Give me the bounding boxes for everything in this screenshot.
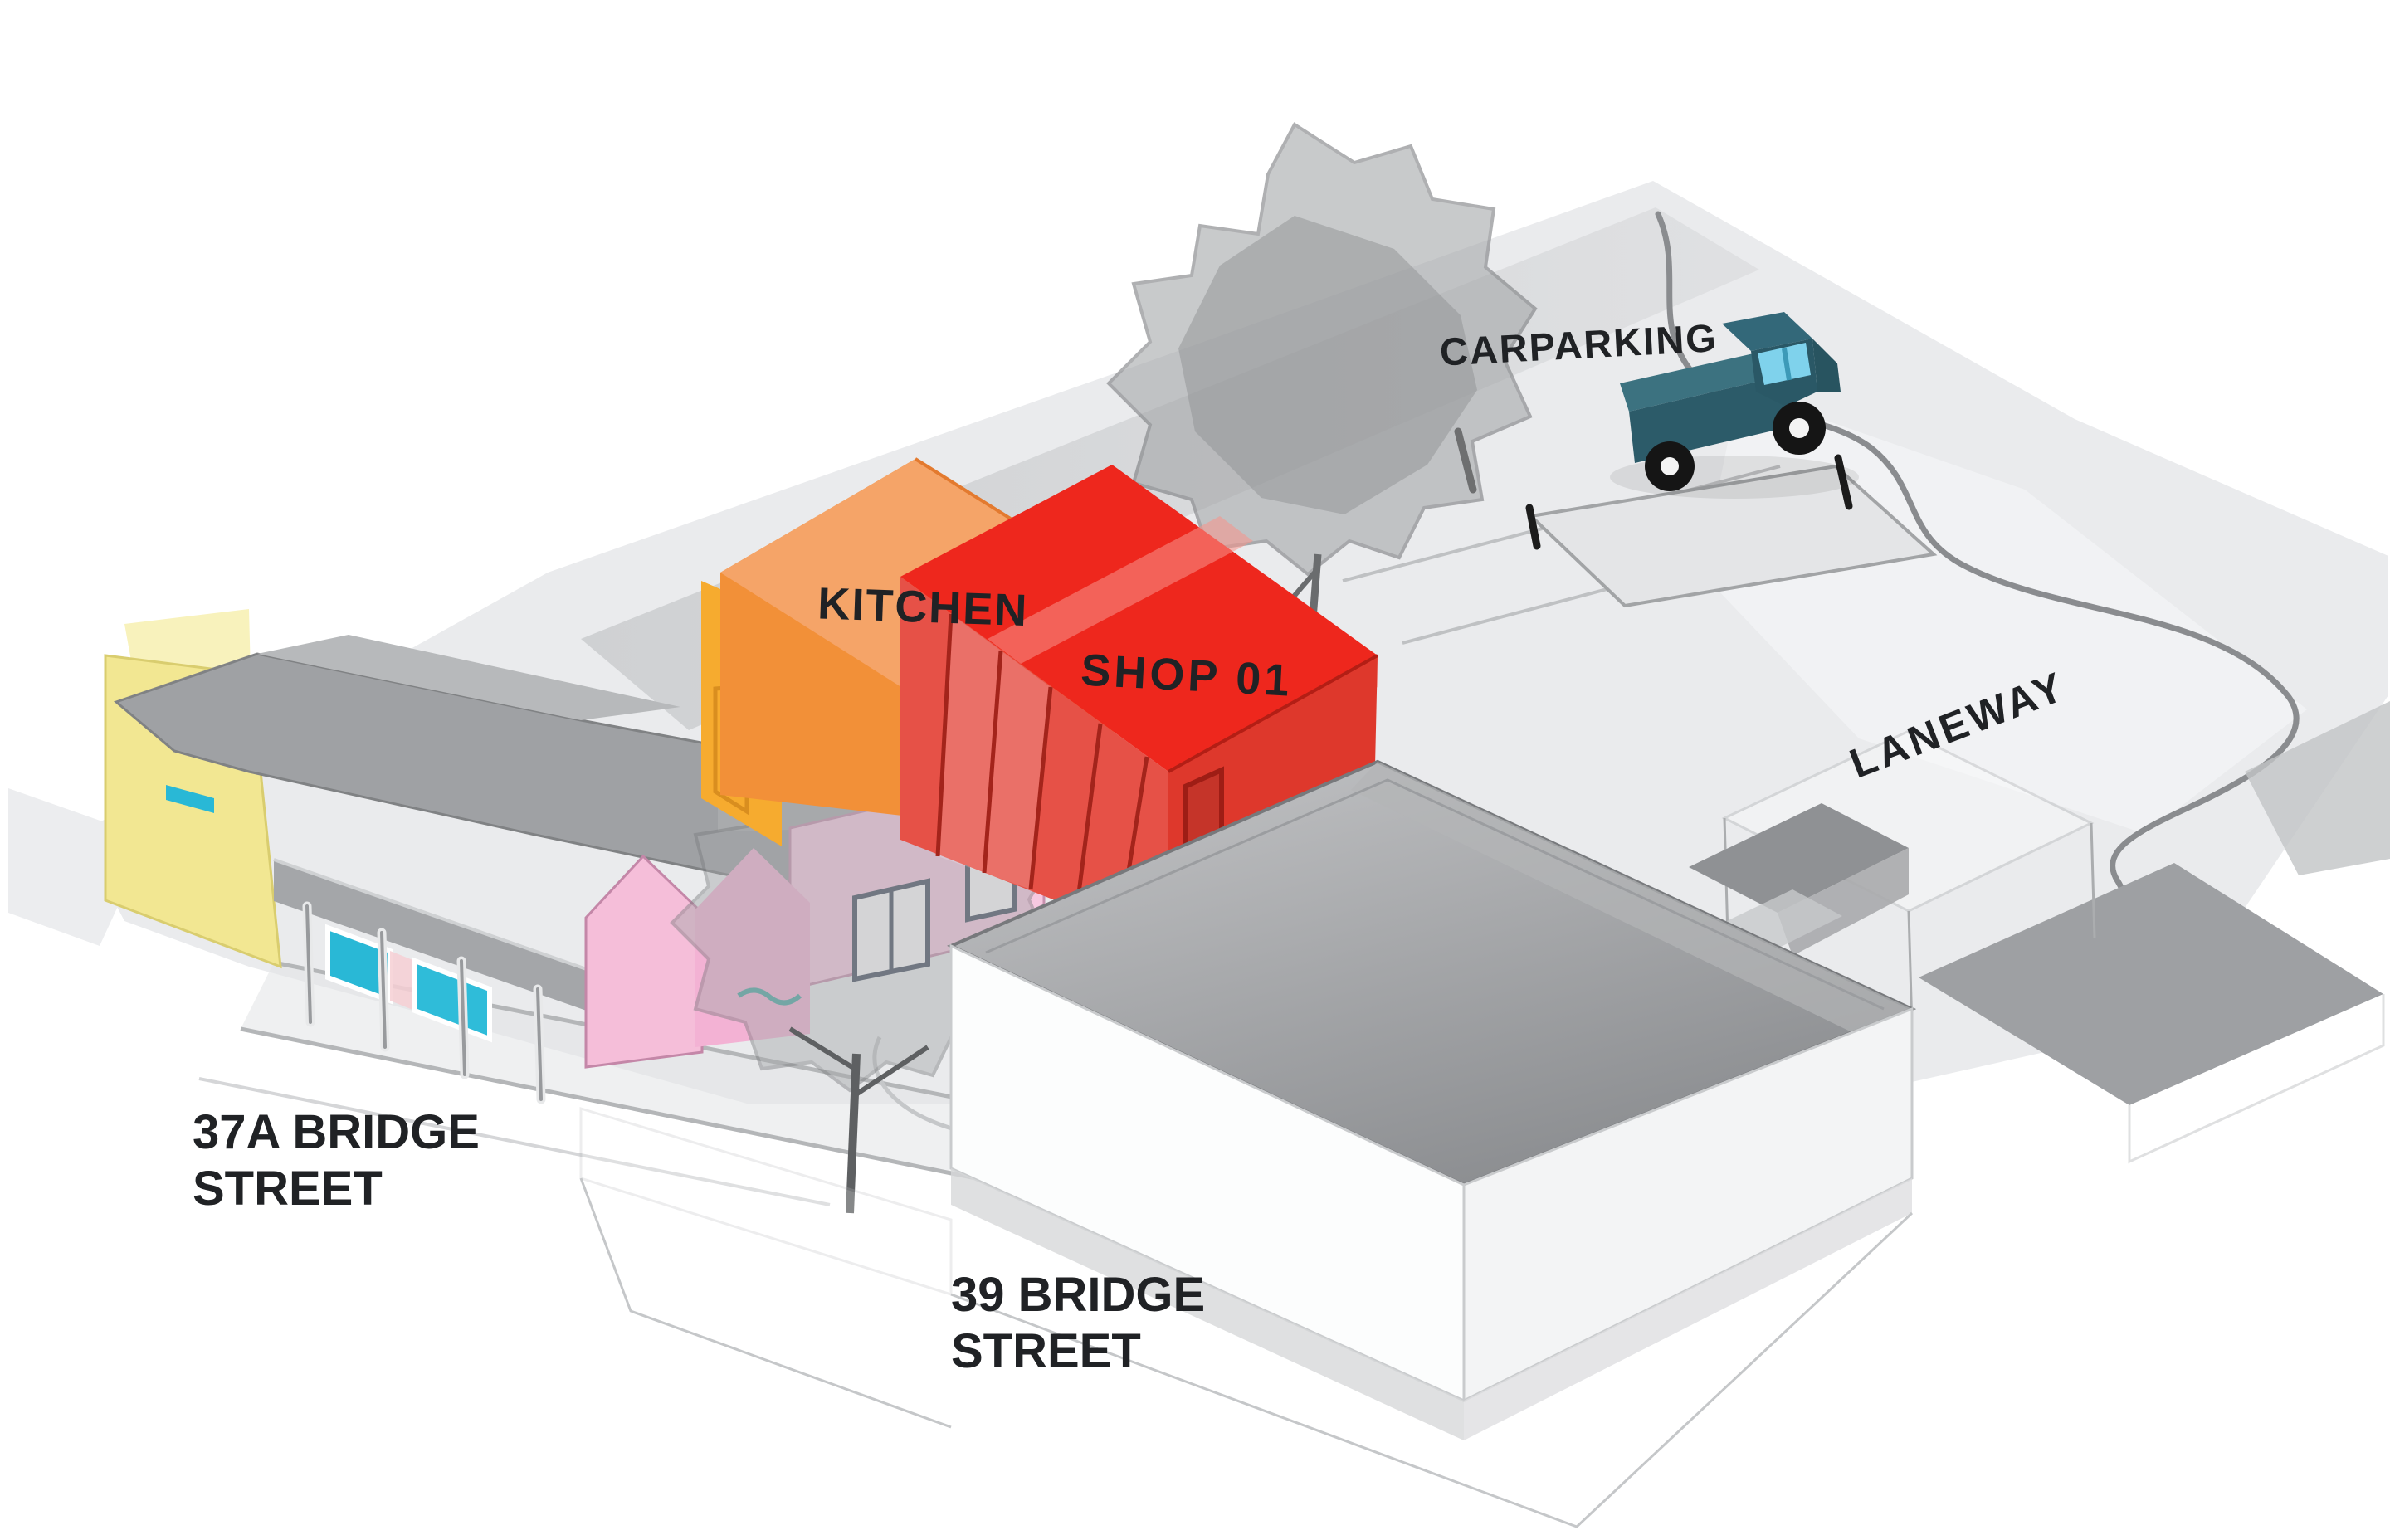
truck-glass-divider <box>1782 348 1792 381</box>
tree-branch <box>788 1026 856 1071</box>
plinth-band <box>1464 1178 1912 1440</box>
right-edge-plane <box>2245 701 2390 875</box>
yellow-wall-window <box>166 785 214 813</box>
building-39 <box>579 759 1917 1528</box>
gray-roof-right <box>1919 863 2383 1105</box>
tree-trunk <box>846 1053 861 1214</box>
label-kitchen: KITCHEN <box>817 578 1029 636</box>
pink-gable <box>695 848 810 1047</box>
ghost-volumes <box>1689 730 2096 1030</box>
label-37a-line2: STREET <box>193 1162 383 1216</box>
veranda-roof <box>274 860 596 1014</box>
ghost-base-outline <box>579 1177 952 1429</box>
tree <box>1106 122 1538 641</box>
truck-tray-side <box>1629 375 1791 463</box>
truck-cab-roof <box>1722 312 1812 351</box>
veranda-roof-edge <box>273 858 597 974</box>
gray-roof-right-wall <box>2128 994 2385 1164</box>
truck-tray-top <box>1620 348 1786 412</box>
ghost-edge <box>2090 822 2096 938</box>
bollard-tick <box>1525 504 1541 550</box>
shrub-scribble <box>737 987 802 1006</box>
truck-hub <box>1789 418 1809 438</box>
tree-branch <box>853 1045 929 1098</box>
shopfront-panel <box>390 951 415 1011</box>
truck <box>1610 312 1859 499</box>
tree-canopy-core <box>1178 216 1477 514</box>
yellow-parapet-back <box>124 609 251 674</box>
parapet-line <box>985 778 1885 1011</box>
bollard-tick <box>1834 454 1853 510</box>
truck-hood <box>1812 339 1841 392</box>
shop-roof-stripe <box>988 516 1253 664</box>
right-side-structures <box>1919 701 2390 1164</box>
shop-glazed-wall <box>900 577 1168 919</box>
shop-glazing-mullions <box>935 613 1149 914</box>
rear-wing-roof-facet <box>257 635 680 720</box>
plinth-band <box>951 1168 1464 1440</box>
label-39-line2: STREET <box>951 1324 1141 1378</box>
stair-block <box>1689 803 1909 913</box>
truck-hub <box>1661 457 1679 475</box>
label-37a-line1: 37A BRIDGE <box>193 1105 480 1159</box>
footpath-line <box>198 1077 831 1206</box>
ghost-base-outline <box>950 1211 1914 1528</box>
parking-bay <box>1527 464 1938 608</box>
shop-eave-line <box>1168 654 1378 773</box>
hip-roof-facet <box>1351 762 1912 1039</box>
veranda-posts <box>302 901 546 1104</box>
label-shop-01: SHOP 01 <box>1080 645 1294 705</box>
shop-roof <box>900 465 1378 772</box>
label-39-line1: 39 BRIDGE <box>951 1268 1205 1322</box>
carpark-area <box>1342 427 1938 645</box>
